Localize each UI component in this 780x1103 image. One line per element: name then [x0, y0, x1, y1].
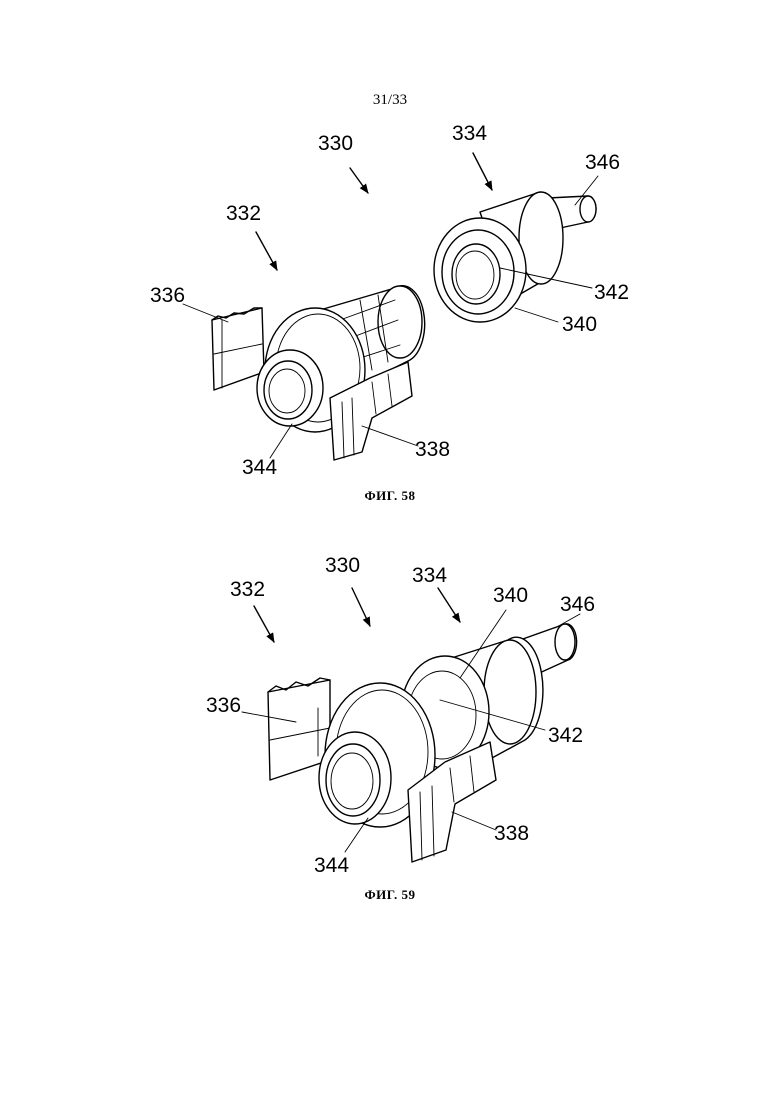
arrow-332 [256, 232, 277, 270]
ref-342: 342 [594, 281, 629, 304]
ref-332-59: 332 [230, 578, 265, 601]
ref-338-59: 338 [494, 822, 529, 845]
arrow-332-59 [254, 606, 274, 642]
leader-338-59 [452, 812, 496, 830]
ref-342-59: 342 [548, 724, 583, 747]
ref-332: 332 [226, 202, 261, 225]
leader-340 [515, 308, 558, 322]
figure-59-caption: ФИГ. 59 [0, 887, 780, 903]
ref-334: 334 [452, 122, 487, 145]
ref-336-59: 336 [206, 694, 241, 717]
leader-344 [270, 424, 292, 458]
arrow-330-59 [352, 588, 370, 626]
ref-344-59: 344 [314, 854, 349, 877]
part-assembly-59 [268, 624, 577, 862]
arrow-330 [350, 168, 368, 193]
ref-334-59: 334 [412, 564, 447, 587]
part-332-connector [212, 286, 425, 460]
ref-340: 340 [562, 313, 597, 336]
ref-338: 338 [415, 438, 450, 461]
arrow-334-59 [438, 588, 460, 622]
leader-336 [183, 304, 228, 322]
ref-330-59: 330 [325, 554, 360, 577]
leader-338 [362, 426, 418, 446]
ref-344: 344 [242, 456, 277, 479]
ref-340-59: 340 [493, 584, 528, 607]
ref-336: 336 [150, 284, 185, 307]
part-334-housing [434, 192, 596, 322]
figure-58-caption: ФИГ. 58 [0, 488, 780, 504]
ref-346: 346 [585, 151, 620, 174]
ref-346-59: 346 [560, 593, 595, 616]
ref-330: 330 [318, 132, 353, 155]
arrow-334 [473, 153, 492, 190]
